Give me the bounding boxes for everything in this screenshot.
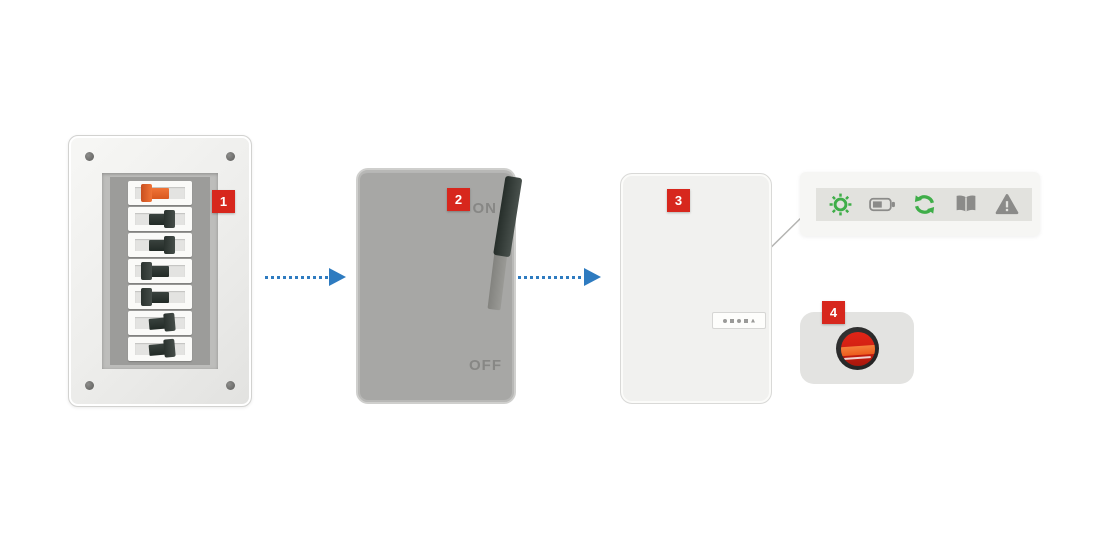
breaker-handle[interactable] xyxy=(128,259,192,283)
status-icon-strip xyxy=(816,188,1032,221)
rotary-dc-switch xyxy=(800,312,914,384)
screw-icon xyxy=(85,381,94,390)
rotary-knob-highlight xyxy=(843,355,871,360)
breaker-handle-grip xyxy=(141,288,152,306)
breaker-handle-stem xyxy=(151,265,169,277)
breaker-row[interactable] xyxy=(128,285,192,309)
breaker-handle[interactable] xyxy=(128,285,192,309)
breaker-column xyxy=(110,177,210,365)
rotary-knob-face xyxy=(840,331,875,366)
flow-arrow-icon xyxy=(518,268,601,286)
screw-icon xyxy=(85,152,94,161)
circuit-breaker-panel xyxy=(68,135,252,407)
breaker-row[interactable] xyxy=(128,181,192,205)
manual-book-icon xyxy=(953,192,979,217)
breaker-handle-stem xyxy=(151,187,169,199)
breaker-handle-grip xyxy=(163,312,176,332)
sun-icon xyxy=(828,192,853,217)
inverter-unit xyxy=(620,173,772,404)
breaker-handle[interactable] xyxy=(127,334,193,363)
sync-icon xyxy=(912,192,937,217)
screw-icon xyxy=(226,381,235,390)
battery-icon xyxy=(868,192,897,217)
arrow-head xyxy=(329,268,346,286)
breaker-row[interactable] xyxy=(128,259,192,283)
breaker-handle[interactable] xyxy=(128,207,192,231)
breaker-handle-grip xyxy=(141,184,152,202)
step-badge-1: 1 xyxy=(212,190,235,213)
breaker-handle[interactable] xyxy=(128,233,192,257)
breaker-handle-stem xyxy=(149,239,167,251)
step-badge-3: 3 xyxy=(667,189,690,212)
breaker-handle[interactable] xyxy=(127,308,193,337)
off-label: OFF xyxy=(469,357,502,374)
arrow-dots xyxy=(265,275,329,279)
screw-icon xyxy=(226,152,235,161)
breaker-row[interactable] xyxy=(128,207,192,231)
mini-sun-icon xyxy=(723,318,727,323)
mini-battery-icon xyxy=(730,318,734,323)
breaker-row[interactable] xyxy=(128,233,192,257)
breaker-row[interactable] xyxy=(128,311,192,335)
mini-sync-icon xyxy=(737,318,741,323)
breaker-handle-grip xyxy=(164,236,175,254)
rotary-knob[interactable] xyxy=(836,327,879,370)
arrow-head xyxy=(584,268,601,286)
flow-arrow-icon xyxy=(265,268,346,286)
breaker-handle-grip xyxy=(163,338,176,358)
step-badge-4: 4 xyxy=(822,301,845,324)
on-label: ON xyxy=(472,200,497,217)
status-icon-card xyxy=(800,172,1040,236)
warning-icon xyxy=(994,192,1020,217)
arrow-dots xyxy=(518,275,584,279)
breaker-handle-stem xyxy=(151,291,169,303)
step-badge-2: 2 xyxy=(447,188,470,211)
breaker-handle-grip xyxy=(141,262,152,280)
mini-manual-icon xyxy=(744,318,748,323)
breaker-handle-stem xyxy=(149,213,167,225)
breaker-handle-grip xyxy=(164,210,175,228)
mini-warning-icon xyxy=(751,318,755,323)
breaker-row[interactable] xyxy=(128,337,192,361)
breaker-recess xyxy=(102,173,218,369)
inverter-display-panel xyxy=(712,312,766,329)
breaker-handle[interactable] xyxy=(128,181,192,205)
rotary-knob-handle xyxy=(840,344,875,356)
